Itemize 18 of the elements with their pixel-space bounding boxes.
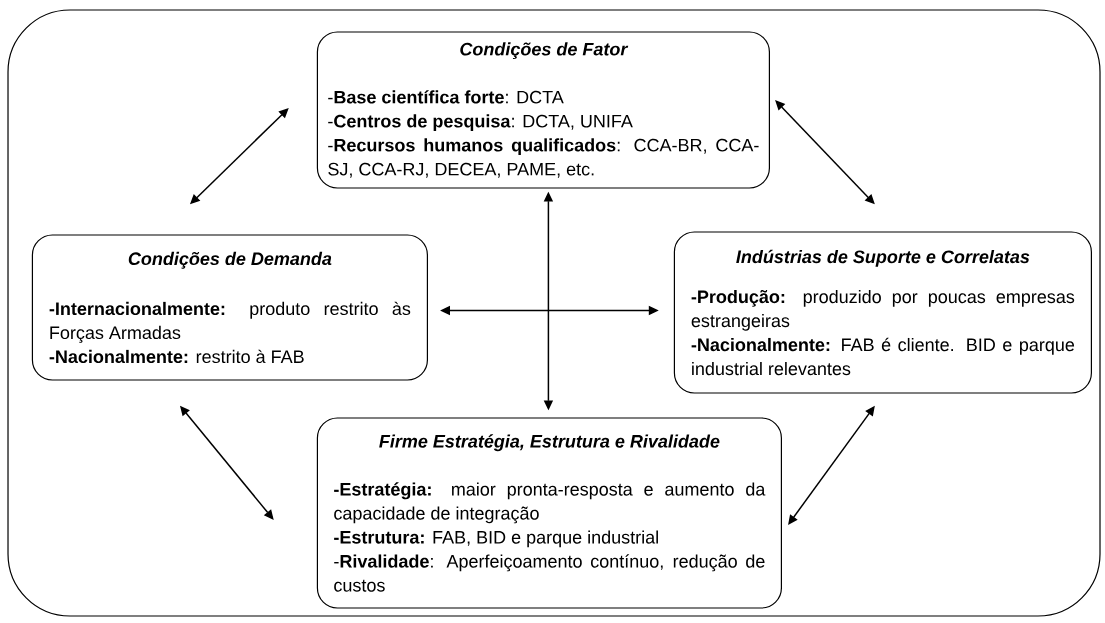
rounded-box [316,417,782,609]
box-heading: Indústrias de Suporte e Correlatas [736,249,1030,267]
bullet-text: -Base científica forte: DCTA [328,90,564,104]
box-heading: Condições de Fator [460,42,629,60]
bullet-text: -Nacionalmente: FAB é cliente. BID e parque industrial relevantes [691,337,1075,376]
bullet-text: -Recursos humanos qualificados: CCA-BR, CCA-SJ, CCA-RJ, DECEA, PAME, etc. [328,138,759,178]
box-heading: Firme Estratégia, Estrutura e Rivalidade [379,434,720,452]
rounded-box [673,231,1092,394]
box-heading: Condições de Demanda [128,251,332,269]
rounded-box [316,31,770,189]
bullet-text: -Estratégia: maior pronta-resposta e aumento da capacidade de integração [334,482,766,524]
bullet-text: -Rivalidade: Aperfeiçoamento contínuo, redução de custos [334,554,765,592]
frame-box [7,9,1101,617]
bullet-text: -Nacionalmente: restrito à FAB [49,349,304,364]
bullet-text: -Produção: produzido por poucas empresas estrangeiras [691,289,1075,331]
bullet-text: -Estrutura: FAB, BID e parque industrial [334,530,658,548]
rounded-box [31,234,428,381]
bullet-text: -Centros de pesquisa: DCTA, UNIFA [328,114,633,132]
